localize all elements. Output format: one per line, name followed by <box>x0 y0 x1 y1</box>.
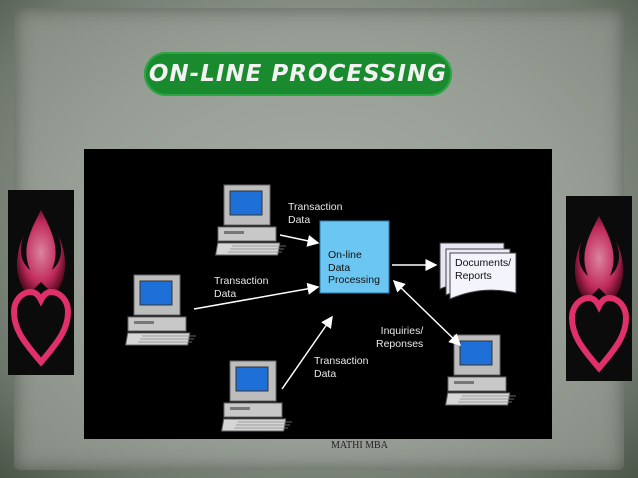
arrow-top-to-process <box>279 234 320 247</box>
computer-icon-bottom <box>221 360 293 432</box>
computer-icon-left <box>125 274 197 346</box>
diagram-graphics <box>125 184 517 432</box>
right-heart-flame-decoration <box>566 196 632 381</box>
title-banner: On-line Processing <box>144 52 452 96</box>
left-heart-flame-decoration <box>8 190 74 375</box>
heart-flame-icon <box>10 210 72 367</box>
transaction-data-label-bottom: Transaction Data <box>314 355 369 380</box>
footer-text: MATHI MBA <box>331 440 388 451</box>
arrow-left-to-process <box>193 282 320 310</box>
transaction-data-label-top: Transaction Data <box>288 201 343 226</box>
documents-icon <box>439 242 517 300</box>
process-box <box>319 220 390 294</box>
inquiries-label: Inquiries/ Reponses <box>376 325 424 350</box>
computer-icon-right <box>445 334 517 406</box>
online-processing-diagram: Transaction Data Transaction Data Transa… <box>84 149 552 439</box>
heart-flame-icon <box>568 216 630 373</box>
arrow-bottom-to-process <box>281 315 333 390</box>
transaction-data-label-left: Transaction Data <box>214 275 269 300</box>
computer-icon-top <box>215 184 287 256</box>
slide-title: On-line Processing <box>148 61 448 87</box>
documents-label: Documents/ Reports <box>455 257 512 282</box>
arrow-process-inquiries <box>392 279 462 347</box>
process-box-label: On-line Data Processing <box>328 249 380 286</box>
